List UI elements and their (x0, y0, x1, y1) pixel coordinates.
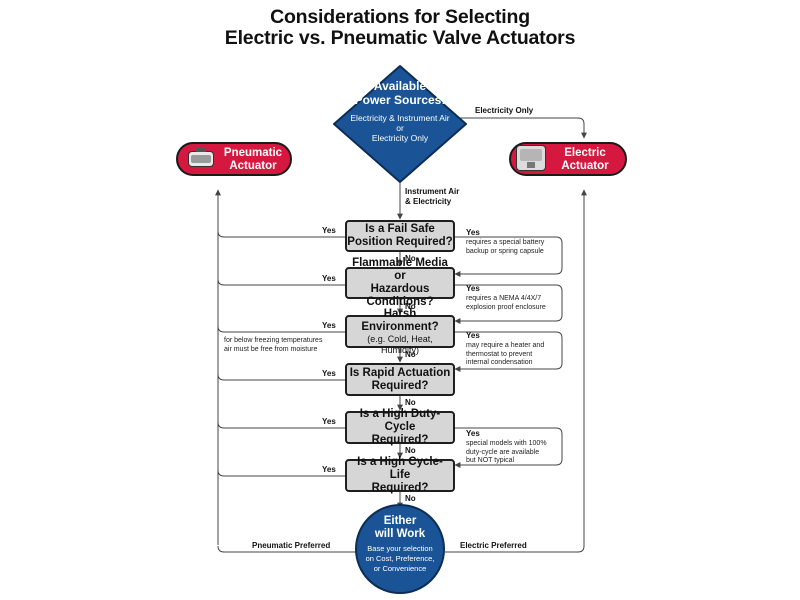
pneumatic-label-line2: Actuator (229, 160, 277, 172)
connector-yes-right-1 (454, 236, 563, 277)
branch-electricity-only: Electricity Only (475, 106, 534, 115)
question-rapid-actuation: Is Rapid Actuation Required? (345, 363, 455, 396)
yes-label-left-5: Yes (322, 417, 336, 426)
end-sub3: or Convenience (373, 564, 427, 573)
connector-yes-4 (217, 373, 345, 381)
page-title: Considerations for Selecting Electric vs… (0, 7, 800, 49)
note-duty-cycle: special models with 100% duty-cycle are … (466, 440, 547, 466)
start-option-1: Electricity & Instrument Air (350, 113, 450, 123)
electric-label-line2: Actuator (561, 160, 609, 172)
yes-label-right-2: Yes (466, 284, 480, 293)
no-label-2: No (405, 302, 416, 311)
question-high-cycle-life: Is a High Cycle-Life Required? (345, 456, 455, 494)
note-flammable-line2: explosion proof enclosure (466, 303, 546, 311)
end-sub2: on Cost, Preference, (365, 554, 435, 563)
branch-instrument-air-line2: & Electricity (405, 197, 452, 206)
question-high-duty-cycle: Is a High Duty-Cycle Required? (345, 408, 455, 446)
yes-label-left-3: Yes (322, 321, 336, 330)
electric-actuator-label: Electric Actuator (548, 147, 622, 173)
question-3-line1: Harsh Environment? (361, 307, 439, 333)
connector-yes-2 (217, 278, 345, 286)
note-harsh-line3: internal condensation (466, 359, 533, 366)
connector-yes-3 (217, 325, 345, 333)
yes-label-right-3: Yes (466, 331, 480, 340)
start-diamond (333, 65, 467, 183)
no-label-6: No (405, 494, 416, 503)
pneumatic-label-line1: Pneumatic (223, 147, 283, 159)
question-harsh-environment: Harsh Environment? (e.g. Cold, Heat, Hum… (345, 308, 455, 355)
pneumatic-preferred-label: Pneumatic Preferred (252, 541, 331, 550)
question-5-line1: Is a High Duty-Cycle (359, 408, 441, 433)
question-fail-safe: Is a Fail Safe Position Required? (345, 220, 455, 252)
start-heading-line2: Power Sources: (354, 93, 446, 107)
yes-label-left-6: Yes (322, 465, 336, 474)
note-duty-line2: duty-cycle are available (466, 448, 540, 456)
pneumatic-actuator-label: Pneumatic Actuator (218, 147, 288, 173)
connector-electricity-only (455, 117, 587, 139)
note-harsh-environment: may require a heater and thermostat to p… (466, 342, 544, 368)
pneumatic-actuator-icon (188, 148, 214, 167)
no-label-4: No (405, 398, 416, 407)
question-1-line1: Is a Fail Safe (365, 223, 435, 235)
note-fail-safe-line2: backup or spring capsule (466, 247, 544, 255)
start-or: or (396, 123, 404, 133)
branch-instrument-air-line1: Instrument Air (405, 187, 460, 196)
question-1-line2: Position Required? (347, 236, 453, 248)
question-5-line2: Required? (371, 434, 429, 446)
page-title-line2: Electric vs. Pneumatic Valve Actuators (224, 27, 576, 49)
end-circle (355, 504, 445, 594)
connector-electric-preferred (445, 545, 585, 553)
question-6-line1: Is a High Cycle-Life (357, 456, 443, 481)
start-option-2: Electricity Only (371, 133, 429, 143)
note-freezing-line2: air must be free from moisture (224, 345, 318, 353)
question-4-line1: Is Rapid Actuation (349, 366, 451, 379)
connector-yes-right-2 (454, 284, 563, 324)
note-freezing: for below freezing temperatures air must… (224, 337, 322, 354)
connector-yes-right-5 (454, 427, 563, 468)
connector-yes-6 (217, 469, 345, 477)
note-duty-line3: but NOT typical (466, 457, 515, 464)
no-label-1: No (405, 254, 416, 263)
no-label-3: No (405, 350, 416, 359)
note-flammable: requires a NEMA 4/4X/7 explosion proof e… (466, 295, 546, 312)
yes-label-left-2: Yes (322, 274, 336, 283)
end-line1: Either (383, 515, 417, 527)
note-freezing-line1: for below freezing temperatures (224, 337, 323, 344)
note-fail-safe: requires a special battery backup or spr… (466, 239, 544, 256)
connector-yes-right-3 (454, 331, 563, 372)
branch-instrument-air: Instrument Air & Electricity (405, 187, 459, 207)
yes-label-left-1: Yes (322, 226, 336, 235)
question-2-line2: Hazardous Conditions? (366, 283, 434, 308)
note-harsh-line1: may require a heater and (466, 342, 545, 349)
question-3-line2: (e.g. Cold, Heat, Humidity) (367, 333, 433, 355)
note-duty-line1: special models with 100% (466, 440, 547, 447)
start-text: Available Power Sources: Electricity & I… (340, 79, 460, 143)
question-6-line2: Required? (371, 482, 429, 494)
end-text: Either will Work Base your selection on … (358, 515, 442, 574)
question-2-line1: Flammable Media or (352, 257, 448, 282)
question-4-line2: Required? (371, 379, 429, 392)
note-fail-safe-line1: requires a special battery (466, 239, 545, 246)
no-label-5: No (405, 446, 416, 455)
electric-preferred-label: Electric Preferred (460, 541, 527, 550)
yes-label-right-5: Yes (466, 429, 480, 438)
yes-label-left-4: Yes (322, 369, 336, 378)
connector-pneumatic-preferred (217, 545, 356, 553)
connector-yes-1 (217, 230, 345, 238)
page-title-line1: Considerations for Selecting (270, 6, 530, 28)
end-line2: will Work (374, 528, 426, 540)
end-sub1: Base your selection (367, 544, 433, 553)
question-flammable-media: Flammable Media or Hazardous Conditions? (345, 257, 455, 308)
note-harsh-line2: thermostat to prevent (466, 350, 533, 358)
electric-label-line1: Electric (564, 147, 606, 159)
start-heading-line1: Available (373, 79, 427, 93)
note-flammable-line1: requires a NEMA 4/4X/7 (466, 295, 542, 302)
yes-label-right-1: Yes (466, 228, 480, 237)
connector-yes-5 (217, 421, 345, 429)
electric-actuator-icon (516, 145, 546, 171)
